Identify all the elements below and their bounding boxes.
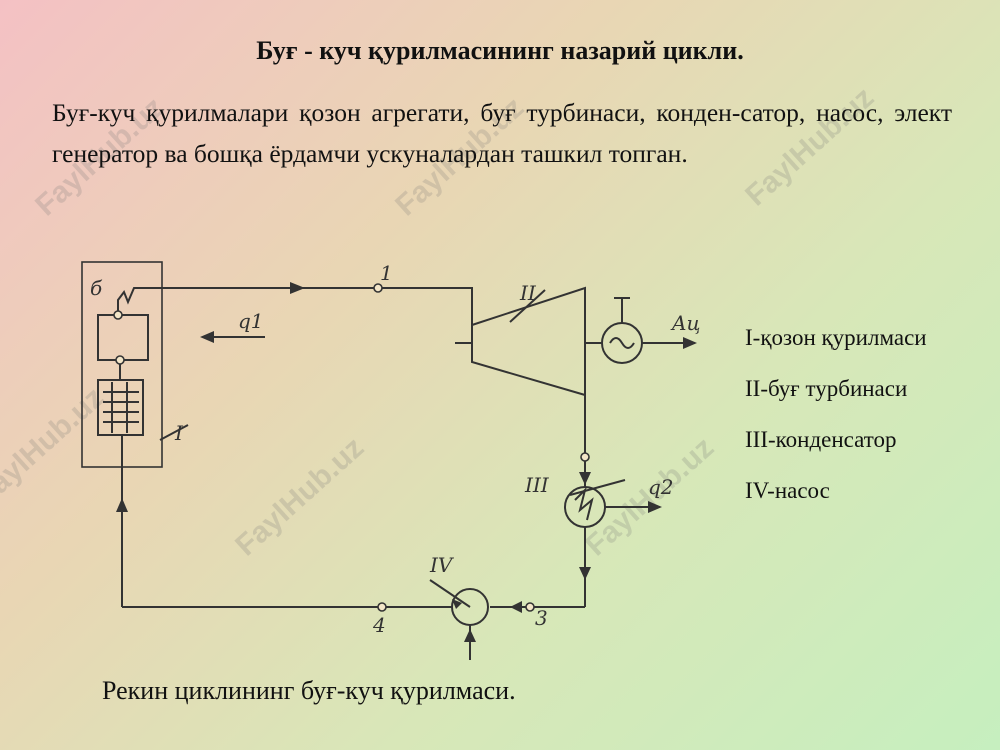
- component-legend: I-қозон қурилмаси II-буғ турбинаси III-к…: [745, 325, 927, 529]
- superheater-box: [97, 314, 149, 361]
- label-6: б: [90, 276, 103, 300]
- furnace-box: [97, 379, 144, 436]
- label-q1: q1: [238, 309, 264, 333]
- label-point-4: 4: [372, 613, 386, 637]
- label-point-3: 3: [535, 606, 548, 630]
- label-condenser-III: III: [524, 473, 550, 497]
- intro-paragraph: Буғ-куч қурилмалари қозон агрегати, буғ …: [52, 98, 952, 168]
- label-boiler-I: I: [174, 421, 184, 445]
- diagram-caption: Рекин циклининг буғ-куч қурилмаси.: [102, 676, 516, 705]
- legend-item-turbine: II-буғ турбинаси: [745, 376, 908, 401]
- slide-title: Буғ - куч қурилмасининг назарий цикли.: [256, 36, 744, 65]
- label-work-A: Aц: [670, 311, 700, 335]
- label-point-1: 1: [380, 261, 393, 285]
- label-pump-IV: IV: [429, 553, 455, 577]
- legend-item-condenser: III-конденсатор: [745, 427, 897, 452]
- label-turbine-II: II: [519, 281, 537, 305]
- label-q2: q2: [648, 475, 674, 499]
- steam-line: [117, 287, 473, 325]
- legend-item-pump: IV-насос: [745, 478, 830, 503]
- legend-item-boiler: I-қозон қурилмаси: [745, 325, 927, 350]
